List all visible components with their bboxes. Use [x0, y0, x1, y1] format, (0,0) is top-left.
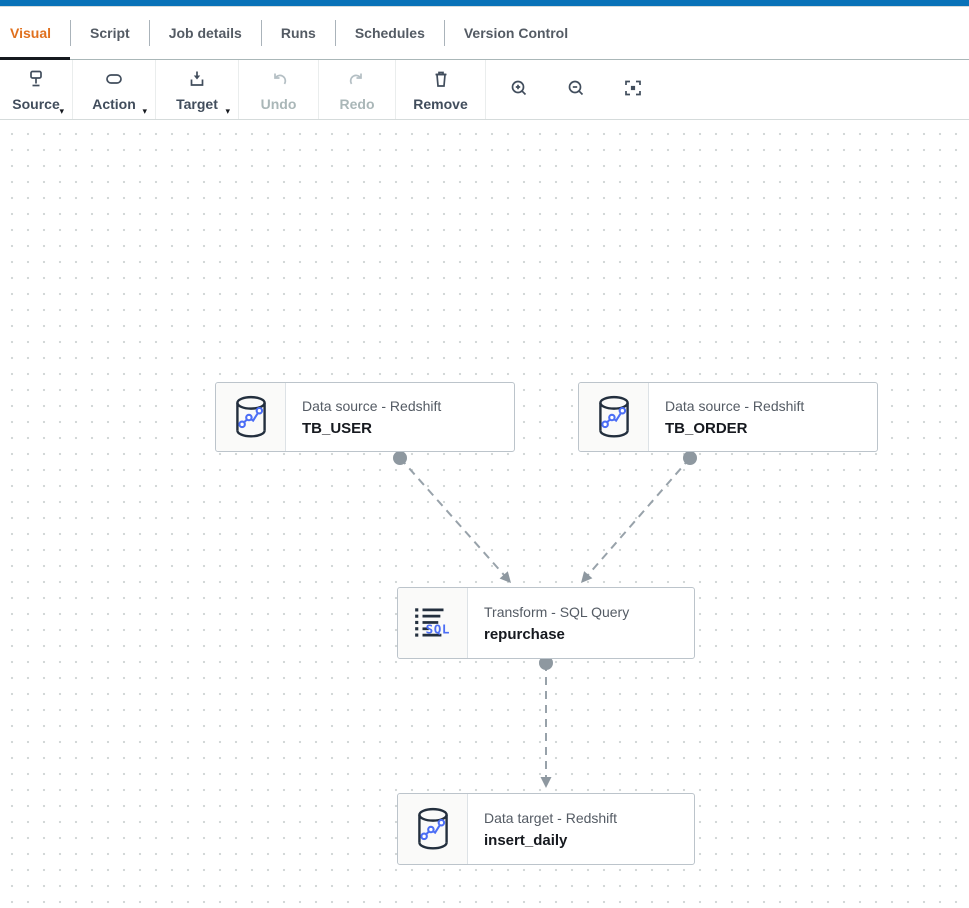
- zoom-in-button[interactable]: [490, 60, 547, 119]
- remove-button[interactable]: Remove: [396, 60, 486, 119]
- output-port[interactable]: [393, 451, 407, 465]
- remove-button-label: Remove: [413, 95, 468, 112]
- edge-tborder-repurchase: [587, 457, 691, 576]
- edges-layer: [393, 451, 697, 788]
- tab-divider: [334, 20, 336, 46]
- editor-toolbar: Source ▾ Action ▾ Target ▾: [0, 60, 969, 120]
- node-name: insert_daily: [484, 831, 568, 849]
- tab-version-control[interactable]: Version Control: [445, 7, 587, 59]
- arrowhead-icon: [540, 777, 552, 788]
- node-type-label: Data source - Redshift: [302, 397, 442, 414]
- tab-schedules[interactable]: Schedules: [336, 7, 444, 59]
- tab-version-control-label: Version Control: [463, 25, 569, 41]
- undo-button[interactable]: Undo: [239, 60, 319, 119]
- tab-divider: [260, 20, 262, 46]
- node-transform-sql-repurchase[interactable]: SQL Transform - SQL Query repurchase: [397, 587, 695, 659]
- add-target-button[interactable]: Target ▾: [156, 60, 239, 119]
- source-button-label: Source: [12, 95, 60, 112]
- tab-divider: [148, 20, 150, 46]
- node-text: Data target - Redshift insert_daily: [468, 794, 633, 864]
- node-data-source-tb-order[interactable]: Data source - Redshift TB_ORDER: [578, 382, 878, 452]
- redshift-database-icon: [216, 383, 286, 451]
- tab-schedules-label: Schedules: [354, 25, 425, 41]
- tab-script-label: Script: [90, 25, 130, 41]
- tab-runs-label: Runs: [280, 25, 316, 41]
- tab-visual[interactable]: Visual: [0, 7, 70, 60]
- node-name: repurchase: [484, 625, 565, 643]
- tab-job-details-label: Job details: [168, 25, 242, 41]
- action-button-label: Action: [92, 95, 136, 112]
- edge-tbuser-repurchase: [399, 457, 505, 576]
- undo-icon: [269, 69, 289, 94]
- zoom-in-icon: [509, 78, 529, 101]
- undo-button-label: Undo: [260, 95, 297, 112]
- node-name: TB_ORDER: [665, 419, 748, 437]
- add-action-button[interactable]: Action ▾: [73, 60, 156, 119]
- tab-runs[interactable]: Runs: [262, 7, 335, 59]
- job-graph-canvas[interactable]: Data source - Redshift TB_USER: [0, 120, 969, 908]
- redshift-database-icon: [579, 383, 649, 451]
- node-type-label: Transform - SQL Query: [484, 603, 630, 620]
- action-node-icon: [104, 69, 124, 94]
- node-type-label: Data source - Redshift: [665, 397, 805, 414]
- trash-icon: [431, 69, 451, 94]
- tab-divider: [70, 20, 71, 46]
- tab-bar: Visual Script Job details Runs Schedules…: [0, 7, 969, 60]
- arrowhead-icon: [581, 571, 593, 583]
- node-text: Data source - Redshift TB_USER: [286, 383, 457, 451]
- arrowhead-icon: [499, 571, 511, 583]
- top-accent-bar: [0, 0, 969, 7]
- source-node-icon: [26, 69, 46, 94]
- fit-to-screen-icon: [623, 78, 643, 101]
- node-data-target-insert-daily[interactable]: Data target - Redshift insert_daily: [397, 793, 695, 865]
- add-source-button[interactable]: Source ▾: [0, 60, 73, 119]
- chevron-down-icon: ▾: [225, 106, 230, 116]
- tab-job-details[interactable]: Job details: [150, 7, 261, 59]
- tab-script[interactable]: Script: [71, 7, 149, 59]
- target-node-icon: [187, 69, 207, 94]
- toolbar-spacer: [661, 60, 969, 119]
- target-button-label: Target: [176, 95, 218, 112]
- node-text: Transform - SQL Query repurchase: [468, 588, 645, 658]
- redo-icon: [347, 69, 367, 94]
- node-data-source-tb-user[interactable]: Data source - Redshift TB_USER: [215, 382, 515, 452]
- chevron-down-icon: ▾: [59, 106, 64, 116]
- node-name: TB_USER: [302, 419, 373, 437]
- redshift-database-icon: [398, 794, 468, 864]
- fit-to-screen-button[interactable]: [604, 60, 661, 119]
- zoom-out-icon: [566, 78, 586, 101]
- svg-text:SQL: SQL: [425, 622, 449, 637]
- tab-divider: [443, 20, 445, 46]
- redo-button[interactable]: Redo: [319, 60, 396, 119]
- node-text: Data source - Redshift TB_ORDER: [649, 383, 820, 451]
- sql-script-icon: SQL: [398, 588, 468, 658]
- redo-button-label: Redo: [339, 95, 375, 112]
- zoom-out-button[interactable]: [547, 60, 604, 119]
- tab-visual-label: Visual: [10, 25, 51, 41]
- output-port[interactable]: [683, 451, 697, 465]
- node-type-label: Data target - Redshift: [484, 809, 618, 826]
- chevron-down-icon: ▾: [142, 106, 147, 116]
